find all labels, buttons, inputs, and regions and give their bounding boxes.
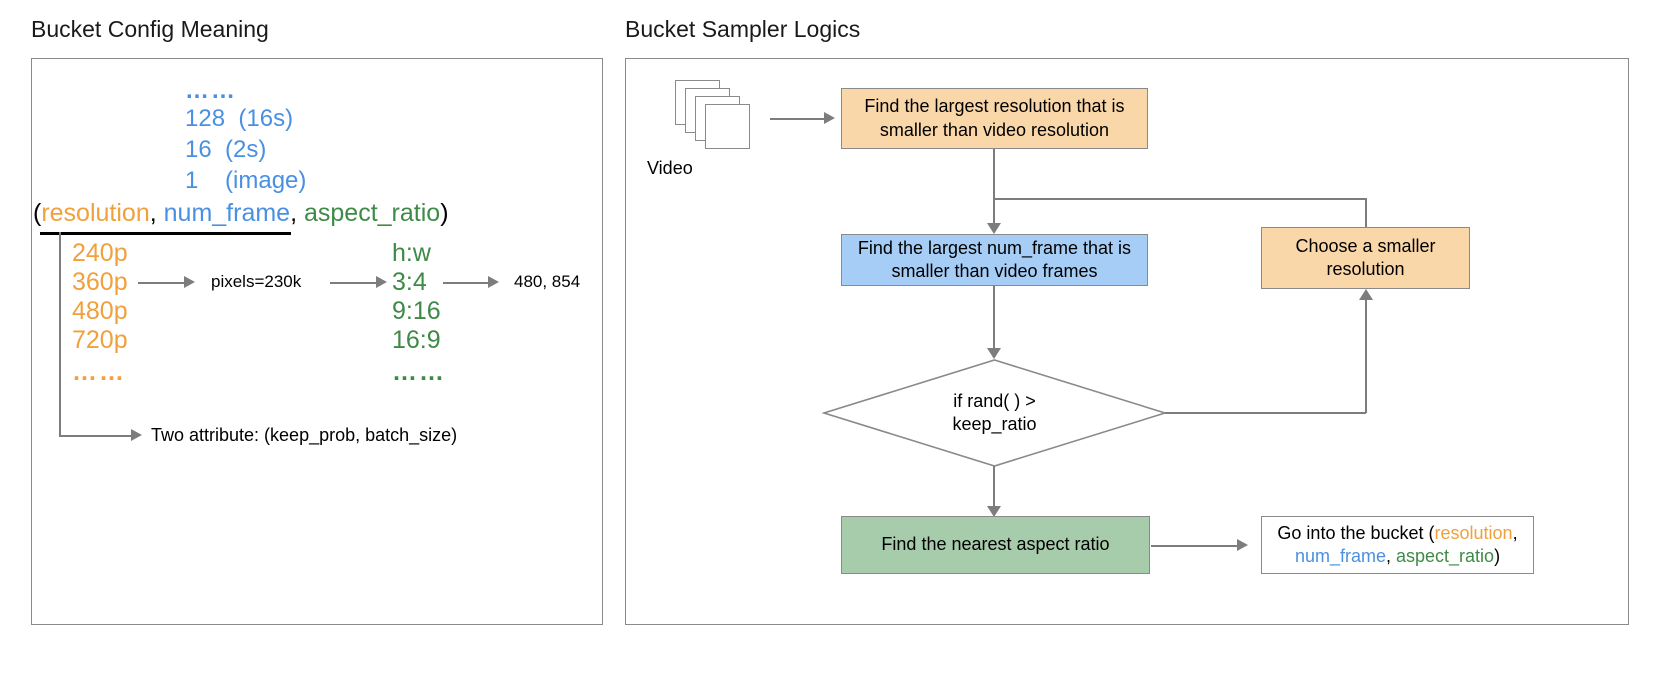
node-go-into-bucket[interactable]: Go into the bucket (resolution, num_fram… (1261, 516, 1534, 574)
node-choose-smaller-line2: resolution (1326, 259, 1405, 279)
num-frame-item-128: 128 (16s) (185, 105, 293, 133)
num-frame-value: 16 (185, 136, 212, 163)
bucket-num-frame: num_frame (1294, 546, 1386, 566)
bucket-close-paren: ) (1494, 546, 1501, 566)
bucket-prefix: Go into the bucket ( (1277, 522, 1435, 543)
node-find-resolution-line1: Find the largest resolution that is (864, 96, 1125, 117)
resolution-item-240p: 240p (72, 239, 128, 267)
tuple-underline (40, 232, 291, 235)
bucket-resolution: resolution (1434, 522, 1513, 543)
arrow-head-ar-to-output (488, 276, 499, 288)
node-find-resolution-line2: smaller than video resolution (879, 119, 1110, 140)
bracket-vertical-line (59, 232, 61, 436)
arrow-head-pixels-to-ar (376, 276, 387, 288)
num-frame-note: (2s) (225, 136, 267, 163)
tuple-close-paren: ) (440, 199, 449, 227)
resolution-item-360p: 360p (72, 268, 128, 296)
loop-line-up-to-choose (1365, 300, 1367, 413)
tuple-aspect-ratio: aspect_ratio (304, 199, 441, 227)
resolution-item-480p: 480p (72, 297, 128, 325)
tuple-comma-2: , (290, 199, 304, 227)
node-choose-smaller-resolution[interactable]: Choose a smaller resolution (1261, 227, 1470, 289)
arrow-head-resolution-to-numframe (987, 223, 1001, 234)
tuple-num-frame: num_frame (163, 199, 291, 227)
loop-line-down-to-choose (1365, 198, 1367, 238)
aspect-ratio-item-hw: h:w (392, 239, 431, 267)
num-frame-value: 1 (185, 167, 199, 194)
arrow-line-decision-to-aspect (993, 466, 995, 510)
right-panel-title: Bucket Sampler Logics (625, 16, 861, 42)
arrow-line-pixels-to-ar (330, 282, 380, 284)
decision-line2: keep_ratio (952, 414, 1037, 434)
aspect-ratio-item-16-9: 16:9 (392, 326, 441, 354)
arrow-head-res-to-pixels (184, 276, 195, 288)
node-choose-smaller-line1: Choose a smaller (1295, 235, 1436, 256)
arrow-head-aspect-to-bucket (1237, 539, 1248, 551)
loop-line-decision-right (1165, 412, 1366, 414)
video-label: Video (647, 158, 693, 178)
left-panel-title: Bucket Config Meaning (31, 16, 269, 42)
node-find-numframe-line1: Find the largest num_frame that is (857, 237, 1132, 258)
output-label: 480, 854 (514, 272, 581, 291)
arrow-head-video-to-resolution (824, 112, 835, 124)
tuple-open-paren: ( (33, 199, 42, 227)
arrow-head-to-choose-smaller (1359, 289, 1373, 300)
left-panel-frame (31, 58, 603, 625)
num-frame-note: (16s) (238, 105, 294, 132)
bucket-comma-1: , (1512, 522, 1518, 543)
decision-line1: if rand( ) > (953, 390, 1036, 411)
node-find-aspect-label: Find the nearest aspect ratio (881, 534, 1110, 555)
num-frame-item-1: 1 (image) (185, 167, 306, 195)
bracket-horizontal-line (59, 435, 134, 437)
arrow-line-resolution-to-numframe (993, 149, 995, 227)
bucket-comma-2: , (1385, 546, 1396, 566)
aspect-ratio-ellipsis: …… (392, 358, 446, 386)
num-frame-value: 128 (185, 105, 226, 132)
node-find-nearest-aspect-ratio[interactable]: Find the nearest aspect ratio (841, 516, 1150, 574)
tuple-comma-1: , (149, 199, 164, 227)
node-find-largest-num-frame[interactable]: Find the largest num_frame that is small… (841, 234, 1148, 286)
aspect-ratio-item-9-16: 9:16 (392, 297, 441, 325)
attribute-note: Two attribute: (keep_prob, batch_size) (151, 425, 458, 445)
decision-rand-keep-ratio[interactable]: if rand( ) > keep_ratio (822, 358, 1167, 468)
arrow-line-ar-to-output (443, 282, 491, 284)
node-find-numframe-line2: smaller than video frames (891, 261, 1098, 281)
node-find-largest-resolution[interactable]: Find the largest resolution that is smal… (841, 88, 1148, 149)
arrow-line-video-to-resolution (770, 118, 826, 120)
pixels-label: pixels=230k (211, 272, 302, 291)
video-stack-icon (675, 80, 775, 160)
tuple-resolution: resolution (41, 199, 150, 227)
bucket-config-tuple: (resolution, num_frame, aspect_ratio) (33, 199, 449, 228)
arrow-head-attribute (131, 429, 142, 441)
resolution-item-720p: 720p (72, 326, 128, 354)
num-frame-item-16: 16 (2s) (185, 136, 266, 164)
aspect-ratio-item-3-4: 3:4 (392, 268, 427, 296)
arrow-line-res-to-pixels (138, 282, 186, 284)
loop-line-top (993, 198, 1366, 200)
arrow-head-decision-to-aspect (987, 506, 1001, 517)
bucket-aspect-ratio: aspect_ratio (1396, 546, 1495, 566)
resolution-ellipsis: …… (72, 358, 126, 386)
num-frame-note: (image) (225, 167, 307, 194)
arrow-line-numframe-to-decision (993, 286, 995, 352)
arrow-head-numframe-to-decision (987, 348, 1001, 359)
arrow-line-aspect-to-bucket (1151, 545, 1239, 547)
num-frame-ellipsis: …… (185, 77, 237, 104)
